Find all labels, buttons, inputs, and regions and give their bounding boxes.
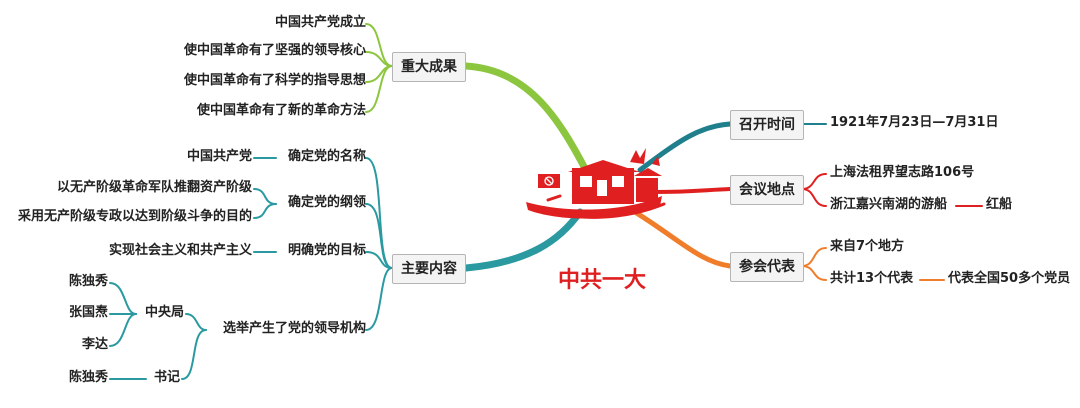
election-bureau-label: 中央局 [144, 305, 184, 320]
achievement-item: 使中国革命有了科学的指导思想 [183, 73, 366, 88]
branch-time[interactable]: 召开时间 [730, 110, 804, 140]
link-central-delegates [632, 209, 733, 269]
content-goal-detail: 实现社会主义和共产主义 [108, 243, 252, 258]
content-name-detail: 中国共产党 [186, 149, 252, 164]
content-program-label: 确定党的纲领 [287, 195, 366, 210]
central-title: 中共一大 [558, 268, 647, 293]
link-central-content [462, 208, 584, 272]
achievement-item: 使中国革命有了新的革命方法 [196, 103, 366, 118]
election-secretary-label: 书记 [153, 370, 180, 385]
achievement-item: 使中国革命有了坚强的领导核心 [183, 43, 366, 58]
content-program-detail: 采用无产阶级专政以达到阶级斗争的目的 [17, 209, 252, 224]
link-achv-4 [365, 65, 393, 113]
link-content-election [365, 267, 393, 331]
link-achv-1 [365, 23, 393, 67]
bureau-member: 陈独秀 [68, 274, 108, 289]
place-boat: 红船 [986, 197, 1013, 212]
link-place-1 [801, 173, 827, 190]
link-central-time [637, 121, 733, 173]
link-election-bureau [185, 313, 207, 331]
bureau-member: 张国焘 [68, 305, 108, 320]
place-item: 浙江嘉兴南湖的游船 [830, 197, 948, 212]
branch-place[interactable]: 会议地点 [730, 175, 804, 205]
link-bureau-member-3 [109, 313, 137, 347]
secretary-member: 陈独秀 [68, 370, 108, 385]
achievement-item: 中国共产党成立 [274, 15, 366, 30]
branch-delegates[interactable]: 参会代表 [730, 252, 804, 282]
link-content-goal [365, 251, 393, 269]
branch-content[interactable]: 主要内容 [392, 254, 466, 284]
link-central-achievements [462, 62, 594, 182]
branch-achievements[interactable]: 重大成果 [392, 52, 466, 82]
link-central-place [653, 187, 732, 194]
content-name-label: 确定党的名称 [287, 149, 366, 164]
place-item: 上海法租界望志路106号 [830, 165, 975, 180]
delegates-note: 代表全国50多个党员 [948, 271, 1071, 286]
red-boat-icon [526, 148, 666, 219]
delegates-item: 共计13个代表 [830, 271, 914, 286]
bureau-member: 李达 [81, 337, 108, 352]
link-delegates-2 [801, 265, 827, 281]
link-place-2 [801, 188, 827, 207]
link-delegates-1 [801, 247, 827, 267]
content-program-detail: 以无产阶级革命军队推翻资产阶级 [56, 180, 252, 195]
content-goal-label: 明确党的目标 [287, 243, 366, 258]
link-bureau-member-1 [109, 282, 137, 315]
link-content-program [365, 203, 393, 269]
content-election-label: 选举产生了党的领导机构 [222, 321, 366, 336]
link-election-secretary [181, 329, 207, 380]
time-value: 1921年7月23日—7月31日 [830, 115, 999, 130]
delegates-item: 来自7个地方 [830, 239, 905, 254]
link-program-detail-1 [253, 188, 277, 205]
link-program-detail-2 [253, 203, 277, 219]
